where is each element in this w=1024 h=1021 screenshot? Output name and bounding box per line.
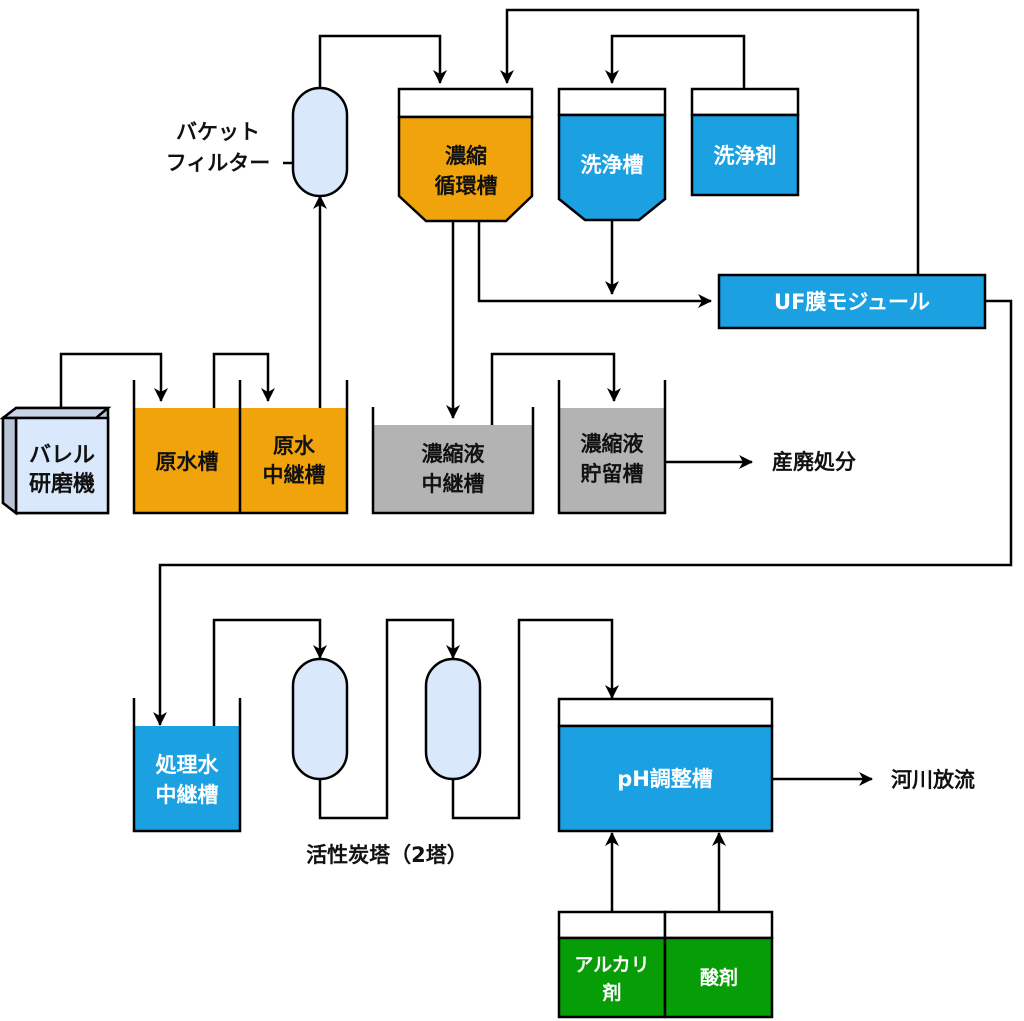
flow-grinder-to-raw-tank <box>59 352 168 408</box>
barrel-grinder: バレル 研磨機 <box>0 406 112 516</box>
wash-tank-label: 洗浄槽 <box>581 153 644 177</box>
barrel-grinder-label-2: 研磨機 <box>29 472 95 497</box>
bucket-filter-label-1: バケット <box>176 120 260 144</box>
raw-water-tank: 原水槽 <box>134 408 240 513</box>
flow-circ-to-uf <box>477 221 712 308</box>
concentration-circulation-tank: 濃縮 循環槽 <box>397 87 534 223</box>
flow-raw-to-relay <box>212 352 275 408</box>
bucket-filter-label-2: フィルター <box>166 151 271 175</box>
raw-water-tank-label: 原水槽 <box>156 450 219 474</box>
ph-tank-label: pH調整槽 <box>617 767 713 791</box>
concentrate-relay-tank: 濃縮液 中継槽 <box>371 407 535 515</box>
flow-uf-to-treated <box>153 299 1013 726</box>
flow-tower2-to-ph <box>451 618 619 820</box>
uf-membrane-module: UF膜モジュール <box>717 273 987 330</box>
conc-relay-label-2: 中継槽 <box>422 472 485 496</box>
treated-water-relay-tank: 処理水 中継槽 <box>132 698 242 833</box>
treated-relay-label-2: 中継槽 <box>156 783 219 807</box>
raw-relay-tank-label-1: 原水 <box>273 434 316 458</box>
flow-treated-to-tower1 <box>212 618 327 726</box>
circ-tank-label-1: 濃縮 <box>445 144 487 168</box>
barrel-grinder-label-1: バレル <box>29 443 95 468</box>
acid-label: 酸剤 <box>700 966 738 989</box>
flow-detergent-to-wash <box>605 34 746 89</box>
ph-adjustment-tank: pH調整槽 <box>557 697 774 833</box>
conc-storage-label-1: 濃縮液 <box>581 432 644 456</box>
circ-tank-label-2: 循環槽 <box>435 174 498 198</box>
wash-tank: 洗浄槽 <box>557 87 667 222</box>
conc-storage-label-2: 貯留槽 <box>581 462 644 486</box>
flow-filter-to-circ <box>318 34 447 88</box>
flow-tower1-to-tower2 <box>318 618 460 820</box>
carbon-tower-2 <box>424 657 482 781</box>
flow-conc-relay-to-storage <box>490 352 621 425</box>
carbon-towers-label: 活性炭塔（2塔） <box>306 843 468 867</box>
treated-relay-label-1: 処理水 <box>156 753 220 777</box>
acid-agent-tank: 酸剤 <box>663 910 774 1019</box>
alkali-agent-tank: アルカリ 剤 <box>557 910 667 1019</box>
detergent-tank: 洗浄剤 <box>690 87 800 197</box>
carbon-tower-1 <box>291 657 349 781</box>
bucket-filter: バケット フィルター <box>166 86 349 198</box>
river-discharge-label: 河川放流 <box>891 768 975 792</box>
industrial-waste-label: 産廃処分 <box>772 450 856 474</box>
raw-relay-tank: 原水 中継槽 <box>240 408 347 513</box>
alkali-label-2: 剤 <box>601 981 621 1004</box>
alkali-label-1: アルカリ <box>574 954 649 976</box>
concentrate-storage-tank: 濃縮液 貯留槽 <box>557 380 667 515</box>
conc-relay-label-1: 濃縮液 <box>422 442 485 466</box>
detergent-label: 洗浄剤 <box>714 144 777 168</box>
raw-relay-tank-label-2: 中継槽 <box>263 463 326 487</box>
uf-module-label: UF膜モジュール <box>774 290 930 314</box>
flow-uf-return-to-circ <box>500 8 920 275</box>
